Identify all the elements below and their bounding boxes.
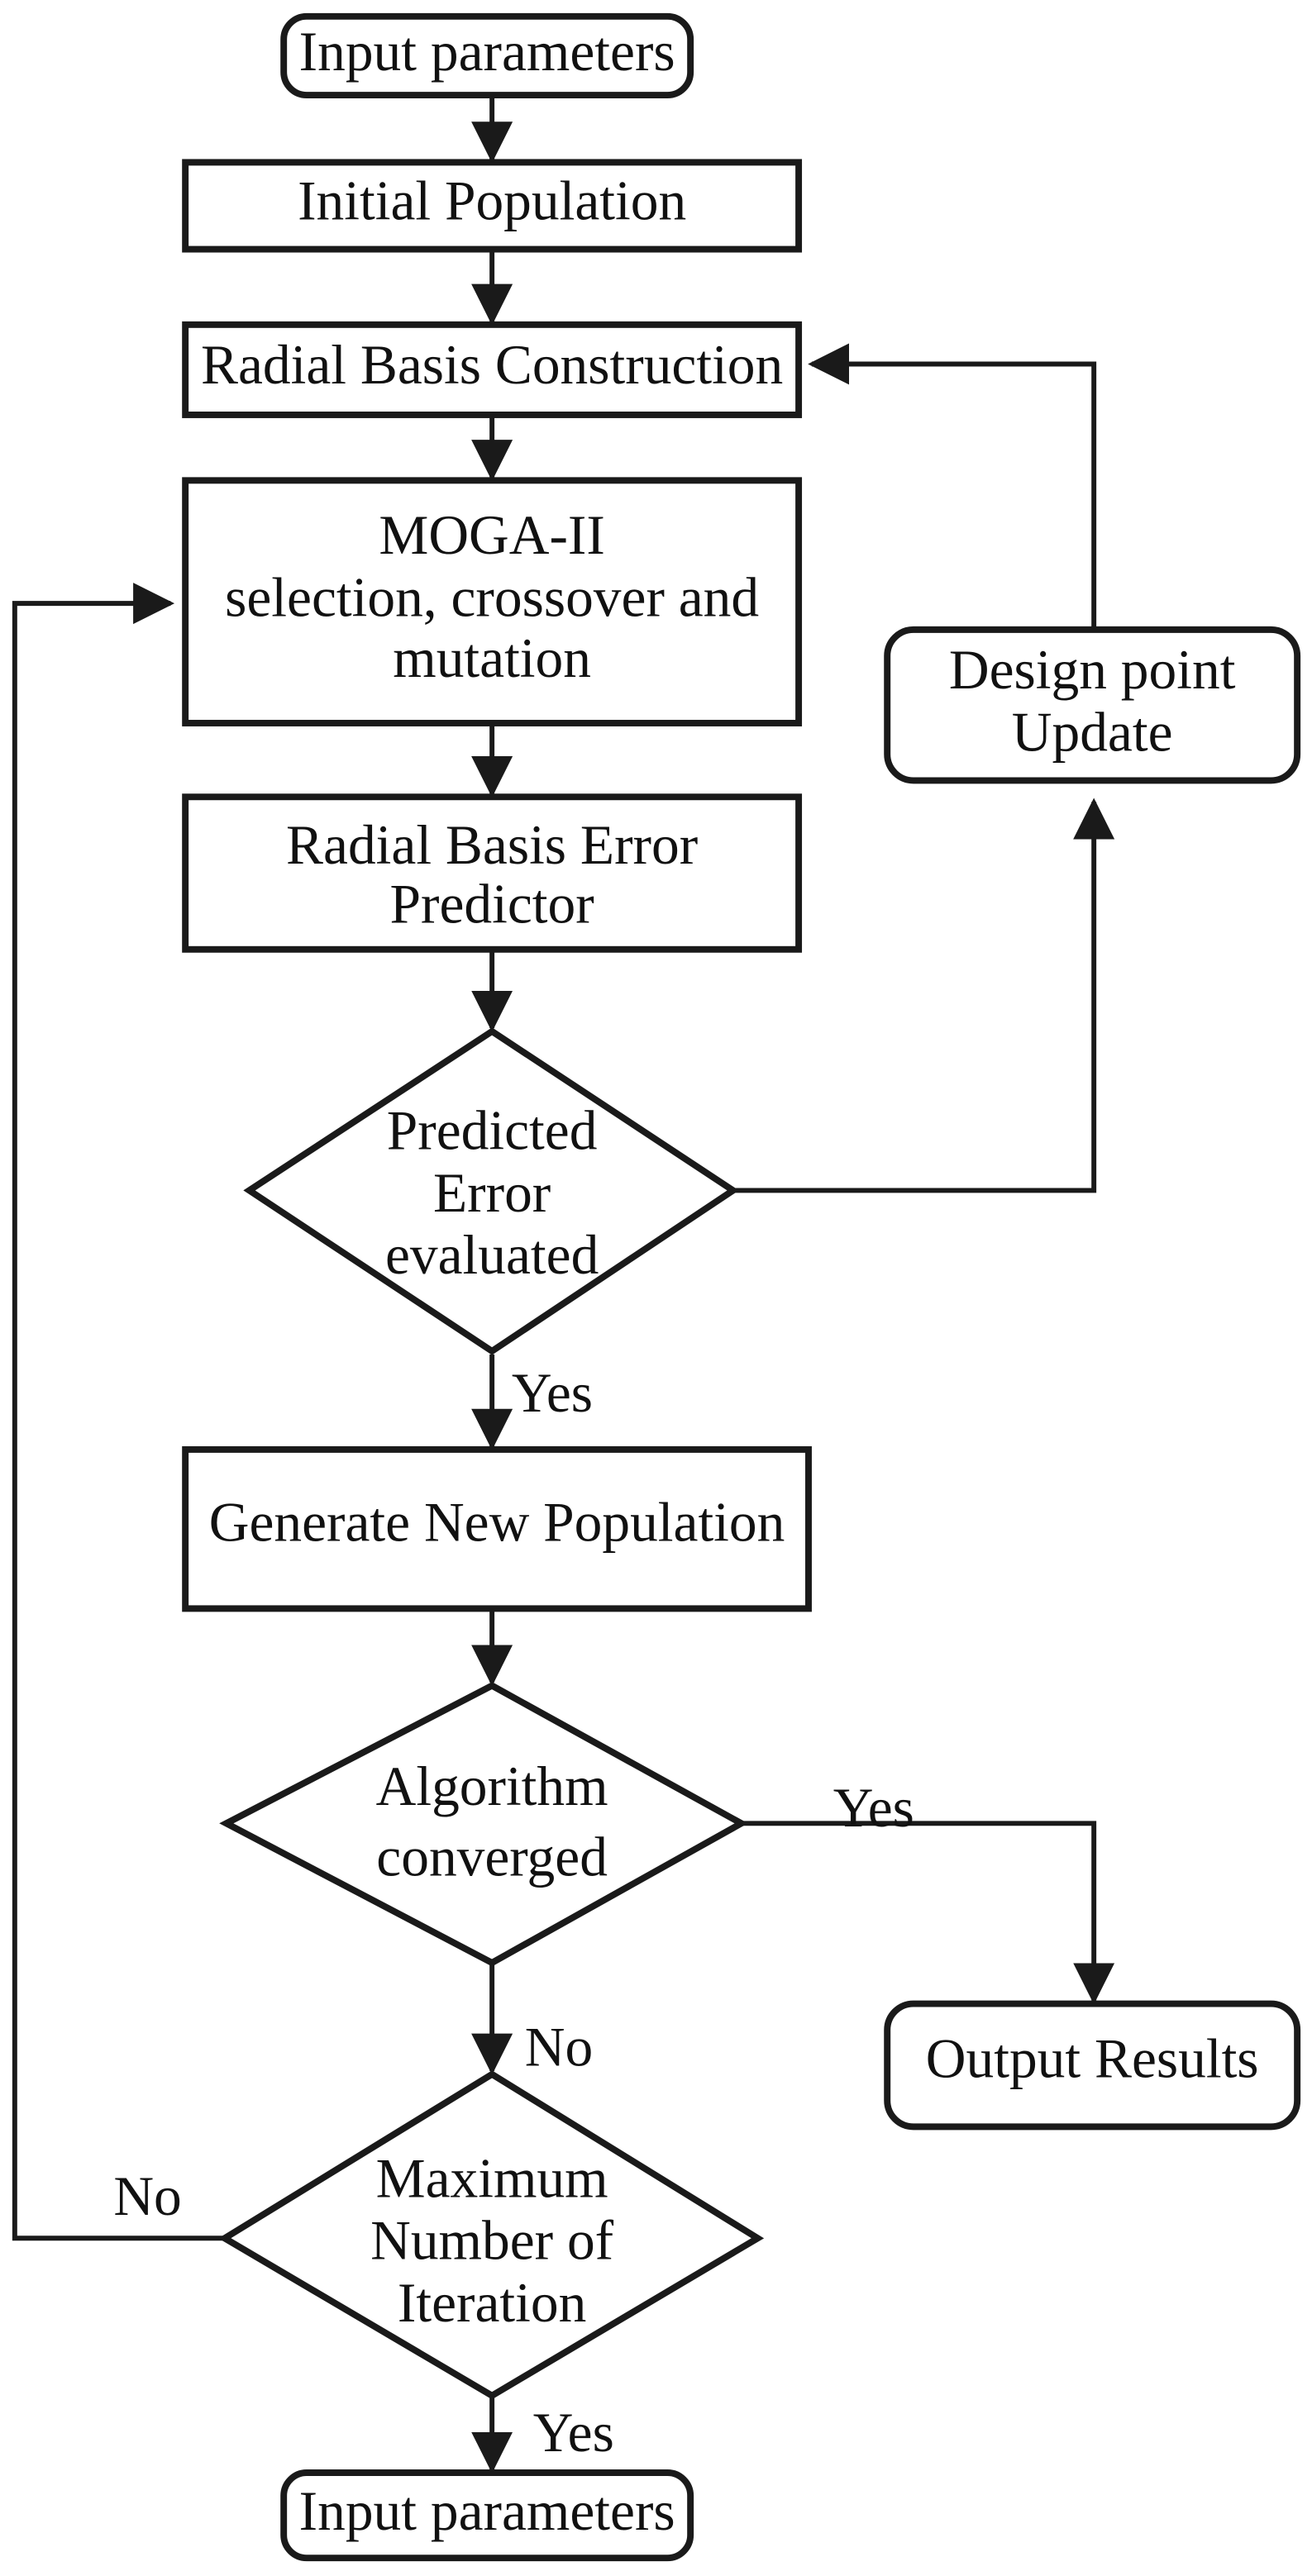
- predicted-error-evaluated-label-line1: Predicted: [387, 1099, 598, 1161]
- radial-basis-error-predictor-shape: [182, 793, 803, 953]
- node-radial-basis-construction[interactable]: Radial Basis Construction: [182, 321, 803, 418]
- edge-converged-yes-to-output: [741, 1821, 1115, 2005]
- design-point-update-label-line1: Design point: [949, 639, 1236, 701]
- generate-new-population-shape: [182, 1445, 812, 1612]
- node-maximum-number-of-iteration[interactable]: Maximum Number of Iteration: [218, 2070, 765, 2400]
- predicted-error-evaluated-label-line3: evaluated: [385, 1224, 599, 1286]
- maximum-number-of-iteration-label-line2: Number of: [370, 2210, 614, 2272]
- edge-design-update-to-rbf: [808, 343, 1097, 633]
- radial-basis-construction-label: Radial Basis Construction: [201, 334, 783, 396]
- edge-labels: Yes Yes No No Yes: [113, 1362, 914, 2464]
- edge-label-algorithm-converged-yes: Yes: [833, 1777, 914, 1839]
- edge-label-maximum-iteration-no: No: [113, 2165, 181, 2227]
- algorithm-converged-label-line1: Algorithm: [376, 1755, 608, 1817]
- moga-ii-label-line3: mutation: [393, 627, 591, 689]
- node-initial-population[interactable]: Initial Population: [182, 159, 803, 253]
- node-design-point-update[interactable]: Design point Update: [884, 626, 1301, 784]
- edge-maxiter-no-to-moga: [12, 583, 225, 2241]
- initial-population-label: Initial Population: [298, 169, 686, 231]
- maximum-number-of-iteration-label-line1: Maximum: [376, 2147, 608, 2209]
- edge-predicted-error-to-design-update: [732, 798, 1115, 1193]
- moga-ii-label-line2: selection, crossover and: [225, 567, 759, 629]
- design-point-update-shape: [884, 626, 1301, 784]
- maximum-number-of-iteration-label-line3: Iteration: [398, 2272, 586, 2334]
- node-radial-basis-error-predictor[interactable]: Radial Basis Error Predictor: [182, 793, 803, 953]
- radial-basis-error-predictor-label-line2: Predictor: [390, 874, 594, 936]
- node-input-parameters-bottom[interactable]: Input parameters: [280, 2469, 694, 2562]
- output-results-label: Output Results: [926, 2027, 1259, 2089]
- algorithm-converged-shape: [219, 1682, 748, 1967]
- node-input-parameters-top[interactable]: Input parameters: [280, 12, 694, 99]
- input-parameters-top-label: Input parameters: [299, 21, 675, 83]
- node-algorithm-converged[interactable]: Algorithm converged: [219, 1682, 748, 1967]
- predicted-error-evaluated-shape: [243, 1027, 739, 1355]
- node-moga-ii[interactable]: MOGA-II selection, crossover and mutatio…: [182, 477, 803, 726]
- moga-ii-shape: [182, 477, 803, 726]
- maximum-number-of-iteration-shape: [218, 2070, 765, 2400]
- input-parameters-bottom-label: Input parameters: [299, 2480, 675, 2542]
- input-parameters-top-shape: [280, 12, 694, 99]
- predicted-error-evaluated-label-line2: Error: [433, 1162, 551, 1224]
- moga-ii-label-line1: MOGA-II: [379, 504, 604, 566]
- edge-label-maximum-iteration-yes: Yes: [533, 2402, 614, 2464]
- initial-population-shape: [182, 159, 803, 253]
- algorithm-converged-label-line2: converged: [376, 1826, 608, 1888]
- generate-new-population-label: Generate New Population: [209, 1492, 785, 1554]
- node-output-results[interactable]: Output Results: [884, 2000, 1301, 2131]
- input-parameters-bottom-shape: [280, 2469, 694, 2562]
- output-results-shape: [884, 2000, 1301, 2131]
- radial-basis-error-predictor-label-line1: Radial Basis Error: [286, 814, 698, 876]
- connectors: [12, 95, 1115, 2474]
- edge-label-algorithm-converged-no: No: [525, 2017, 593, 2078]
- radial-basis-construction-shape: [182, 321, 803, 418]
- edge-label-predicted-error-yes: Yes: [512, 1362, 593, 1424]
- node-generate-new-population[interactable]: Generate New Population: [182, 1445, 812, 1612]
- design-point-update-label-line2: Update: [1012, 701, 1173, 763]
- node-predicted-error-evaluated[interactable]: Predicted Error evaluated: [243, 1027, 739, 1355]
